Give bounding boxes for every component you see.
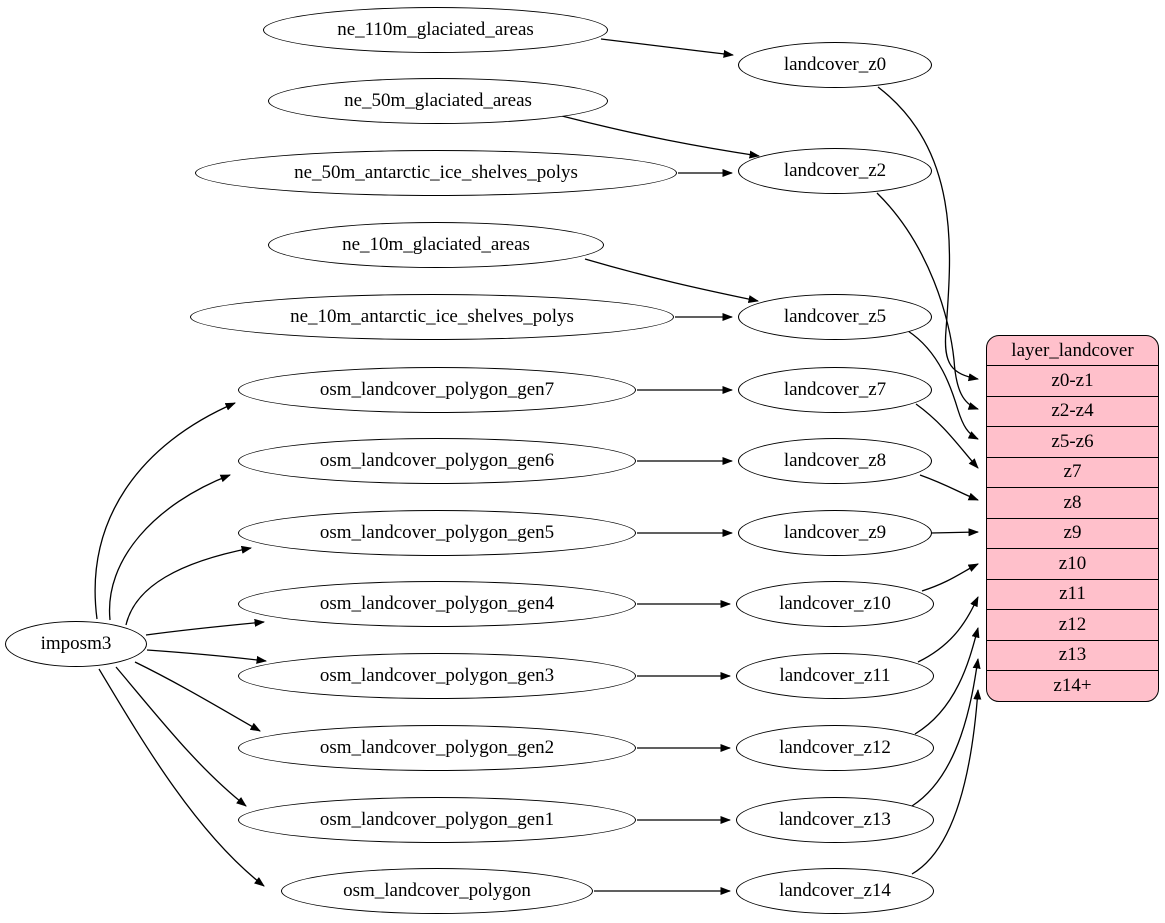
edge-imposm3-gen1 [115,666,247,807]
layer-row-z10: z10 [987,548,1158,579]
layer-row-z2-z4: z2-z4 [987,395,1158,427]
node-osm_landcover_polygon: osm_landcover_polygon [281,868,593,914]
node-ne_10m_glaciated_areas: ne_10m_glaciated_areas [268,222,604,268]
edge-imposm3-gen5 [125,545,252,626]
layer-row-z5-z6: z5-z6 [987,426,1158,457]
edge-imposm3-polygon [98,668,265,887]
layer-row-z9: z9 [987,517,1158,549]
node-ne_110m_glaciated_areas: ne_110m_glaciated_areas [263,7,608,53]
edge-ne_50m_glaciated_areas-landcover_z2 [561,115,760,159]
edge-ne_110m_glaciated_areas-landcover_z0 [600,38,734,58]
layer-row-z11: z11 [987,578,1158,610]
node-osm_landcover_polygon_gen2: osm_landcover_polygon_gen2 [238,725,636,771]
edge-landcover_z8-row-z8 [919,474,979,501]
node-landcover_z13: landcover_z13 [736,797,934,843]
edge-imposm3-gen4 [145,618,265,636]
edge-landcover_z9-row-z9 [930,528,979,537]
node-landcover_z2: landcover_z2 [738,148,932,194]
edge-imposm3-gen6 [108,474,231,621]
node-osm_landcover_polygon_gen4: osm_landcover_polygon_gen4 [238,581,636,627]
edge-landcover_z10-row-z10 [921,563,979,592]
node-ne_50m_glaciated_areas: ne_50m_glaciated_areas [268,78,608,124]
node-landcover_z10: landcover_z10 [736,581,934,627]
edge-landcover_z14-row-z14 [911,689,982,875]
node-landcover_z12: landcover_z12 [736,725,934,771]
layer-row-z0-z1: z0-z1 [987,365,1158,396]
node-imposm3: imposm3 [5,621,147,667]
node-landcover_z9: landcover_z9 [738,510,932,556]
node-osm_landcover_polygon_gen6: osm_landcover_polygon_gen6 [238,438,636,484]
edge-ne_10m_glaciated_areas-landcover_z5 [584,258,759,303]
node-landcover_z11: landcover_z11 [736,653,934,699]
layer-row-z12: z12 [987,609,1158,640]
node-landcover_z5: landcover_z5 [738,294,932,340]
node-ne_10m_antarctic_ice_shelves_polys: ne_10m_antarctic_ice_shelves_polys [190,294,674,340]
layer-table-title: layer_landcover [1011,339,1134,361]
layer-row-z14: z14+ [987,670,1158,701]
node-osm_landcover_polygon_gen7: osm_landcover_polygon_gen7 [238,367,636,413]
edge-imposm3-gen7 [94,402,236,620]
node-osm_landcover_polygon_gen1: osm_landcover_polygon_gen1 [238,797,636,843]
edge-imposm3-gen3 [146,649,267,664]
layer-row-z13: z13 [987,639,1158,671]
node-landcover_z14: landcover_z14 [736,868,934,914]
node-osm_landcover_polygon_gen3: osm_landcover_polygon_gen3 [238,653,636,699]
node-landcover_z0: landcover_z0 [738,42,932,88]
node-osm_landcover_polygon_gen5: osm_landcover_polygon_gen5 [238,510,636,556]
node-ne_50m_antarctic_ice_shelves_polys: ne_50m_antarctic_ice_shelves_polys [195,150,677,196]
layer-row-z7: z7 [987,456,1158,488]
layer-row-z8: z8 [987,487,1158,518]
node-landcover_z8: landcover_z8 [738,438,932,484]
node-landcover_z7: landcover_z7 [738,367,932,413]
layer-landcover-table: layer_landcover z0-z1 z2-z4 z5-z6 z7 z8 … [986,335,1159,702]
